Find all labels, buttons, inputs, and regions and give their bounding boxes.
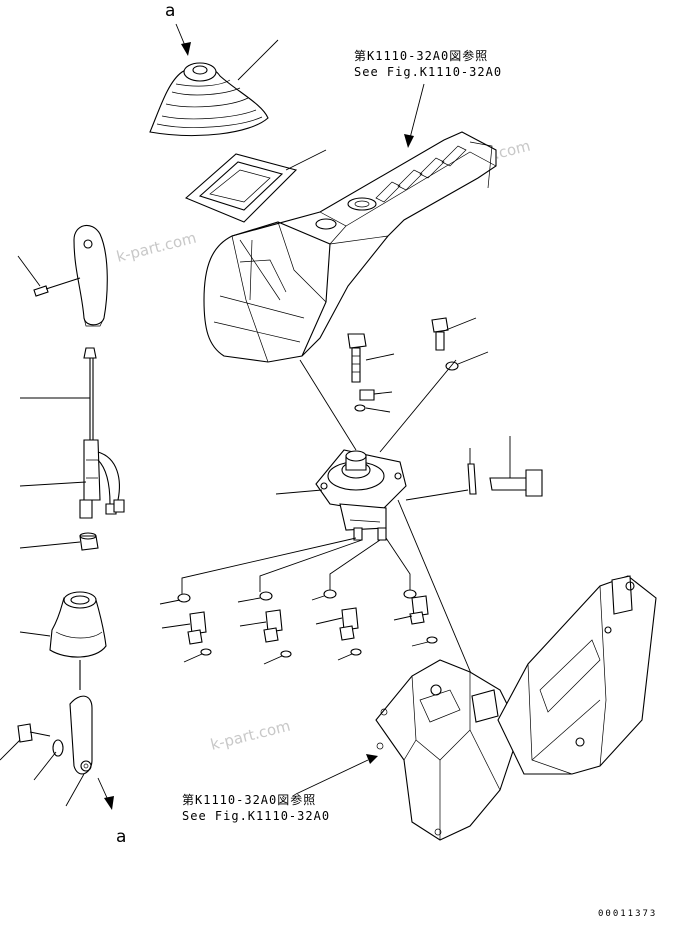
view-marker-bottom-letter: a bbox=[116, 827, 126, 847]
reference-bottom-jp: 第K1110-32A0図参照 bbox=[182, 792, 316, 807]
reference-top: 第K1110-32A0図参照 See Fig.K1110-32A0 bbox=[354, 48, 502, 148]
watermark-3: k-part.com bbox=[209, 717, 293, 754]
fittings-row bbox=[159, 589, 438, 665]
knob-grip bbox=[17, 224, 108, 327]
watermark-2: k-part.com bbox=[115, 229, 199, 266]
lower-boot bbox=[19, 591, 107, 690]
nut bbox=[19, 532, 99, 551]
reference-top-en: See Fig.K1110-32A0 bbox=[354, 65, 502, 79]
view-marker-top-letter: a bbox=[165, 1, 175, 21]
wire-harness bbox=[19, 347, 125, 519]
view-marker-top: a bbox=[165, 1, 191, 56]
ppc-valve bbox=[181, 359, 479, 691]
bracket-stand bbox=[375, 575, 657, 841]
rubber-boot bbox=[149, 39, 279, 137]
reference-bottom: 第K1110-32A0図参照 See Fig.K1110-32A0 bbox=[182, 754, 378, 823]
reference-top-jp: 第K1110-32A0図参照 bbox=[354, 48, 488, 63]
fasteners-right bbox=[467, 436, 543, 497]
boot-frame-plate bbox=[184, 149, 327, 223]
fasteners-center bbox=[347, 317, 489, 413]
console-cover bbox=[203, 131, 497, 451]
reference-bottom-en: See Fig.K1110-32A0 bbox=[182, 809, 330, 823]
drawing-code: 00011373 bbox=[598, 909, 657, 919]
lever-link: a bbox=[0, 695, 126, 847]
